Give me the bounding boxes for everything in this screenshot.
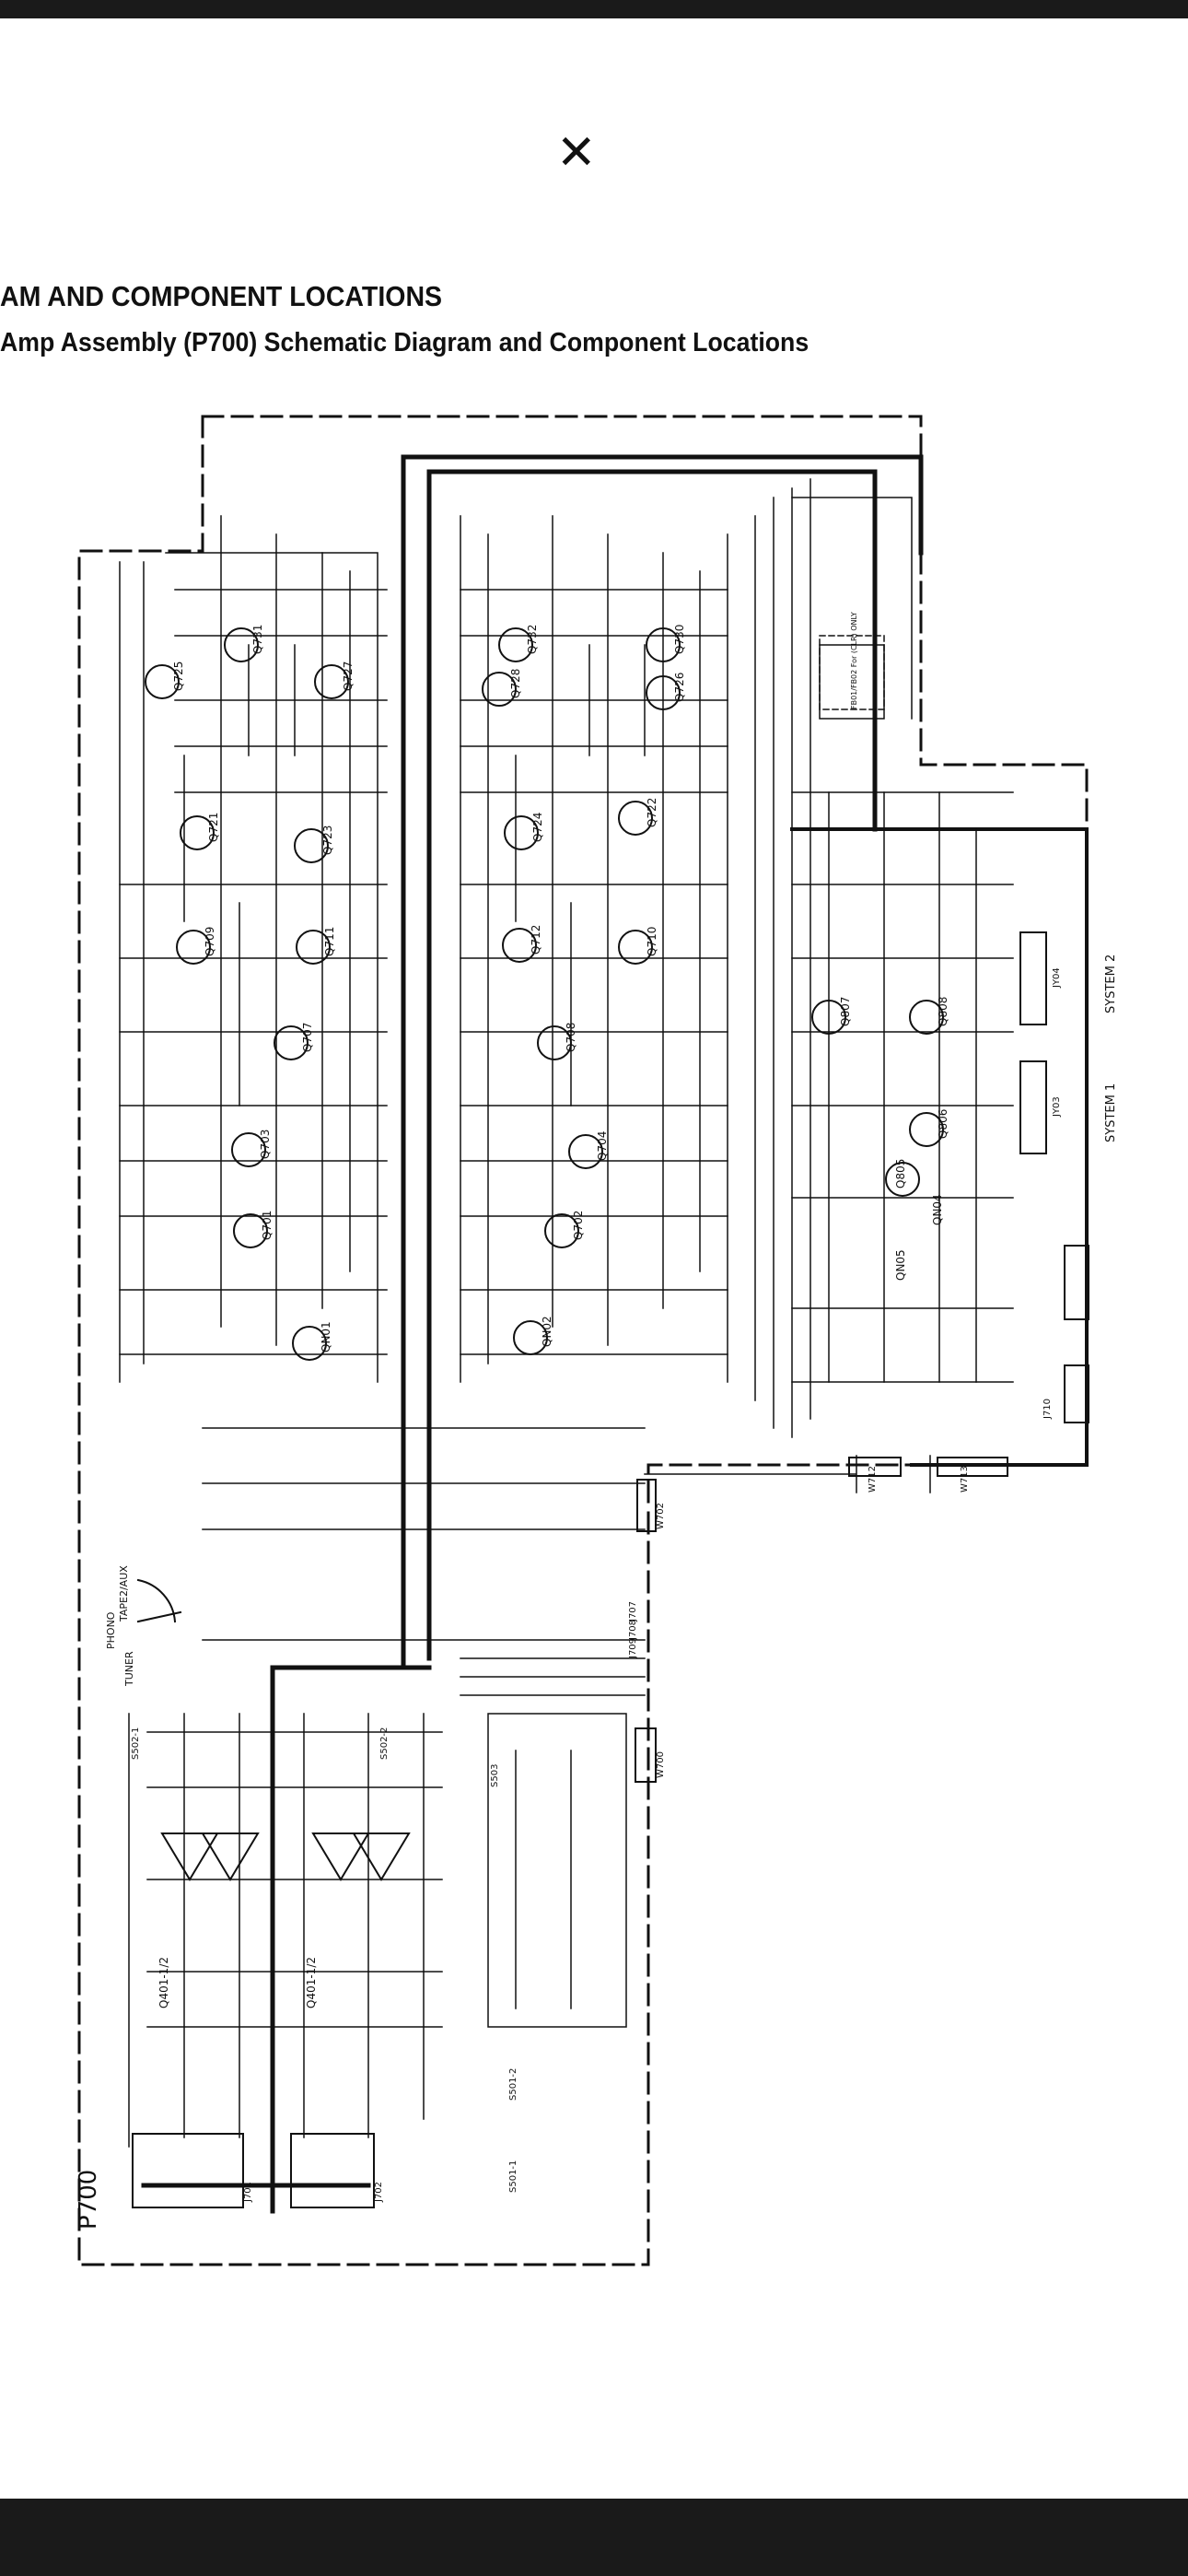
transistor-label: Q725: [172, 662, 185, 691]
top-frame-bar: [0, 0, 1188, 18]
speaker-label-system2: SYSTEM 2: [1104, 954, 1118, 1013]
ground-bus-3: [401, 454, 924, 556]
transistor-label: Q707: [301, 1023, 314, 1052]
cross-mark: ✕: [556, 125, 597, 181]
right-channel-wiring: [460, 478, 811, 1438]
transistor-label: QN02: [541, 1316, 553, 1347]
transistor-label: Q726: [673, 673, 686, 702]
component-label: J709: [628, 1638, 638, 1659]
component-label: S502-2: [379, 1727, 390, 1760]
selector-wiper: [136, 1610, 182, 1623]
board-label: P700: [75, 2170, 102, 2230]
schematic-labels: P700 TAPE2/AUX PHONO TUNER SYSTEM 2 SYST…: [75, 612, 1118, 2230]
fuse-note: FB01/FB02 For (CLR) ONLY: [850, 612, 858, 709]
input-section-wiring: [128, 1427, 931, 2148]
board-outline: [77, 415, 923, 2266]
jack-label-jy04: JY04: [1052, 967, 1062, 989]
transistor-label: Q727: [342, 662, 355, 691]
component-label: S503: [490, 1764, 500, 1787]
transistor-label: Q709: [204, 927, 216, 956]
transistor-label: Q702: [572, 1211, 585, 1240]
selector-label-tuner: TUNER: [123, 1651, 135, 1687]
transistor-label: Q731: [251, 625, 264, 654]
power-supply-wiring: [791, 497, 1014, 1383]
transistor-label: QN04: [931, 1194, 944, 1225]
left-channel-wiring: [119, 515, 388, 1383]
terminal-blocks: [132, 931, 1089, 2208]
transistor-symbols: [145, 627, 944, 1361]
transistor-label: QN05: [894, 1249, 907, 1281]
jack-label-j702: J702: [374, 2182, 384, 2203]
transistor-label: Q712: [530, 925, 542, 954]
transistor-label: Q710: [646, 927, 658, 956]
transistor-label: Q401-1/2: [157, 1957, 170, 2008]
transistor-label: QN01: [320, 1321, 332, 1352]
selector-label-tape: TAPE2/AUX: [118, 1565, 130, 1622]
transistor-label: Q704: [596, 1131, 609, 1161]
transistor-label: Q401-1/2: [305, 1957, 318, 2008]
transistor-label: Q730: [673, 625, 686, 654]
selector-label-phono: PHONO: [105, 1611, 117, 1649]
transistor-label: Q808: [937, 997, 949, 1026]
transistor-label: Q723: [321, 825, 334, 855]
component-label: J707: [628, 1601, 638, 1622]
component-label: S501-2: [508, 2068, 518, 2101]
ground-bus-4: [426, 469, 878, 832]
transistor-label: Q806: [937, 1109, 949, 1139]
figure-title: Amp Assembly (P700) Schematic Diagram an…: [0, 328, 809, 357]
transistor-label: Q732: [526, 625, 539, 654]
opamp-symbols: [160, 1832, 411, 1881]
transistor-label: Q708: [565, 1023, 577, 1052]
transistor-label: Q701: [261, 1211, 274, 1240]
speaker-label-system1: SYSTEM 1: [1104, 1083, 1118, 1142]
component-label: W700: [656, 1751, 666, 1778]
transistor-label: Q807: [839, 997, 852, 1026]
transistor-label: Q721: [207, 813, 220, 842]
component-label: W713: [960, 1466, 970, 1493]
transistor-label: Q711: [323, 927, 336, 956]
transistor-label: Q703: [259, 1130, 272, 1159]
component-label: J710: [1042, 1399, 1053, 1420]
section-heading: AM AND COMPONENT LOCATIONS: [0, 280, 443, 312]
transistor-label: Q805: [894, 1159, 907, 1188]
component-label: J708: [628, 1620, 638, 1641]
transistor-label: Q728: [509, 669, 522, 698]
component-label: W702: [656, 1503, 666, 1529]
ground-bus-8: [910, 827, 1089, 1467]
component-label: S502-1: [131, 1727, 141, 1760]
component-label: S501-1: [508, 2160, 518, 2193]
transistor-label: Q722: [646, 798, 658, 827]
document-page: [0, 18, 1188, 2499]
jack-label-jy03: JY03: [1052, 1096, 1062, 1118]
component-label: W712: [868, 1466, 878, 1493]
transistor-label: Q724: [531, 813, 544, 842]
selector-arc: [136, 1578, 177, 1623]
jack-label-j701: J701: [243, 2182, 253, 2203]
bottom-frame-bar: [0, 2499, 1188, 2576]
